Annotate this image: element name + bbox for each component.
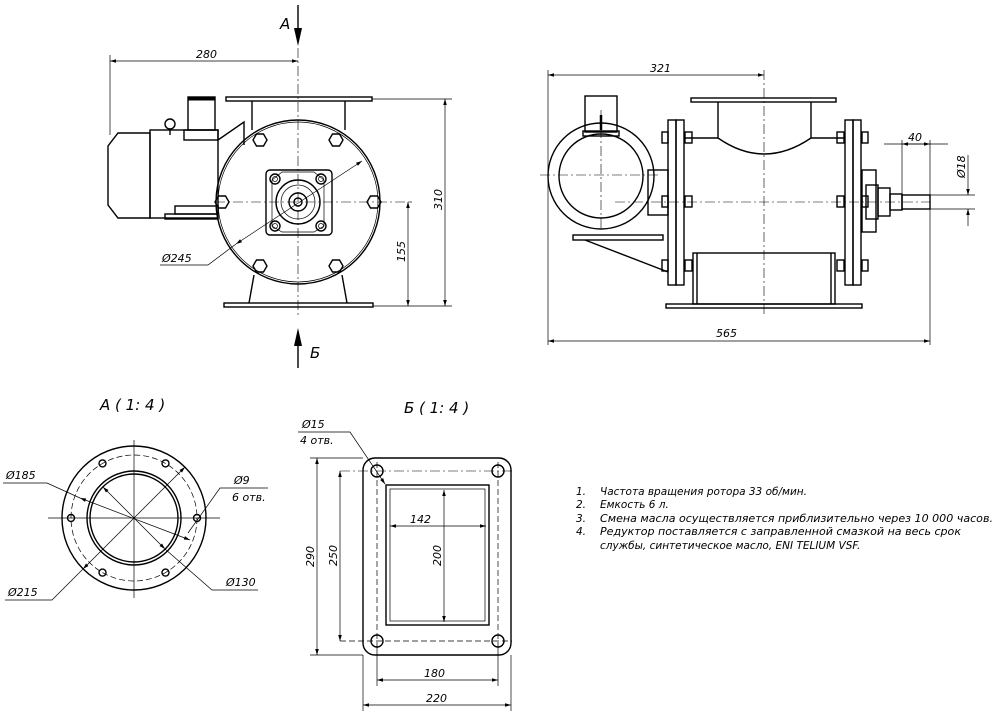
eyebolt-icon <box>164 118 176 130</box>
view-a: А ( 1: 4 ) Ø215 Ø185 Ø130 Ø9 6 отв. <box>3 396 268 601</box>
dim-155: 155 <box>395 241 408 262</box>
dim-220: 220 <box>426 692 447 705</box>
dim-142: 142 <box>410 513 431 526</box>
motor-end <box>547 95 669 273</box>
note-text: Смена масла осуществляется приблизительн… <box>600 513 993 525</box>
arrow-a-label: А <box>279 15 290 33</box>
dim-200: 200 <box>431 545 444 566</box>
note-number: 1. <box>576 486 586 498</box>
dim-310: 310 <box>432 189 445 210</box>
dim-diameter-9: Ø9 <box>233 474 250 487</box>
view-a-holes-count: 6 отв. <box>232 491 266 504</box>
dim-180: 180 <box>424 667 445 680</box>
front-view: А Б <box>107 5 452 368</box>
side-view: 321 565 40 Ø18 <box>540 62 975 345</box>
view-b: Б ( 1: 4 ) 290 250 142 200 180 220 <box>298 399 512 711</box>
notes: 1. Частота вращения ротора 33 об/мин. 2.… <box>576 486 993 552</box>
dim-diameter-215: Ø215 <box>7 586 38 599</box>
motor <box>107 96 245 220</box>
flange-bolts <box>661 131 869 272</box>
note-number: 3. <box>576 513 586 525</box>
note-text: Емкость 6 л. <box>600 499 669 511</box>
dim-diameter-185: Ø185 <box>5 469 36 482</box>
arrow-b-label: Б <box>310 344 320 362</box>
view-b-holes-count: 4 отв. <box>300 434 334 447</box>
dim-565: 565 <box>716 327 737 340</box>
note-text: Редуктор поставляется с заправленной сма… <box>600 526 962 538</box>
view-a-holes <box>66 459 202 577</box>
dim-diameter-245: Ø245 <box>161 252 192 265</box>
dim-280: 280 <box>196 48 217 61</box>
note-number: 2. <box>576 499 586 511</box>
dim-290: 290 <box>304 546 317 567</box>
view-b-title: Б ( 1: 4 ) <box>404 399 469 417</box>
note-number: 4. <box>576 526 586 538</box>
housing-bolts <box>214 133 382 273</box>
rotor-body <box>661 97 931 309</box>
dim-diameter-18: Ø18 <box>955 155 968 179</box>
note-text: службы, синтетическое масло, ENI TELIUM … <box>600 540 860 552</box>
dim-diameter-130: Ø130 <box>225 576 256 589</box>
dim-diameter-15: Ø15 <box>301 418 325 431</box>
view-arrow-b: Б <box>294 328 320 368</box>
view-a-title: А ( 1: 4 ) <box>99 396 165 414</box>
view-arrow-a: А <box>279 5 302 46</box>
dim-321: 321 <box>650 62 671 75</box>
dim-250: 250 <box>327 545 340 566</box>
dim-40: 40 <box>908 131 922 144</box>
note-text: Частота вращения ротора 33 об/мин. <box>600 486 807 498</box>
